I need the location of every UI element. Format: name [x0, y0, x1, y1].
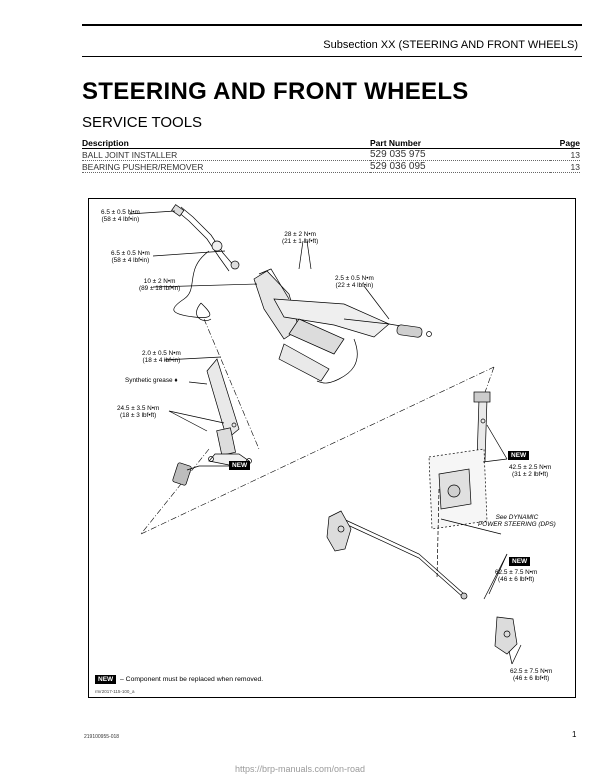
tool-part-number: 529 035 975: [370, 148, 550, 161]
watermark-url: https://brp-manuals.com/on-road: [234, 764, 366, 774]
torque-label-10: 62.5 ± 7.5 N•m(46 ± 6 lbf•ft): [510, 668, 553, 683]
torque-label-9: 62.5 ± 7.5 N•m(46 ± 6 lbf•ft): [495, 569, 538, 584]
col-page: Page: [550, 137, 580, 149]
torque-label-1: 6.5 ± 0.5 N•m(58 ± 4 lbf•in): [101, 209, 140, 224]
tool-description: BEARING PUSHER/REMOVER: [82, 160, 370, 173]
page-number: 1: [572, 730, 577, 739]
torque-label-4: 10 ± 2 N•m(89 ± 18 lbf•in): [139, 278, 181, 293]
new-badge: NEW: [229, 461, 251, 470]
torque-label-5: 2.5 ± 0.5 N•m(22 ± 4 lbf•in): [335, 275, 374, 290]
legend-text: – Component must be replaced when remove…: [120, 676, 264, 683]
section-heading: SERVICE TOOLS: [82, 114, 203, 131]
torque-label-6: 2.0 ± 0.5 N•m(18 ± 4 lbf•in): [142, 350, 181, 365]
exploded-view-drawing: [128, 204, 522, 665]
torque-label-2: 6.5 ± 0.5 N•m(58 ± 4 lbf•in): [111, 250, 150, 265]
table-row: BEARING PUSHER/REMOVER 529 036 095 13: [82, 160, 580, 173]
figure-id: rmr2017-115-100_a: [95, 689, 135, 694]
tool-part-number: 529 036 095: [370, 160, 550, 173]
document-code: 219100955-018: [84, 734, 120, 740]
tool-description: BALL JOINT INSTALLER: [82, 148, 370, 161]
torque-label-7: 24.5 ± 3.5 N•m(18 ± 3 lbf•ft): [117, 405, 160, 420]
tool-page: 13: [550, 148, 580, 161]
page-title: STEERING AND FRONT WHEELS: [82, 78, 469, 105]
grease-label-text: Synthetic grease: [125, 377, 173, 384]
service-tools-table: Description Part Number Page BALL JOINT …: [82, 137, 580, 173]
exploded-view-figure: 6.5 ± 0.5 N•m(58 ± 4 lbf•in) 6.5 ± 0.5 N…: [88, 198, 576, 698]
col-part-number: Part Number: [370, 137, 550, 149]
table-row: BALL JOINT INSTALLER 529 035 975 13: [82, 148, 580, 161]
header-rule-bottom: [82, 56, 582, 57]
tool-page: 13: [550, 160, 580, 173]
legend-new-badge: NEW: [95, 675, 117, 684]
header-rule: [82, 24, 582, 26]
new-badge: NEW: [509, 557, 531, 566]
torque-label-3: 28 ± 2 N•m(21 ± 1 lbf•ft): [282, 231, 319, 246]
grease-drop-icon: ♦: [174, 377, 178, 384]
col-description: Description: [82, 137, 370, 149]
grease-label: Synthetic grease ♦: [125, 377, 178, 384]
table-header-row: Description Part Number Page: [82, 137, 580, 149]
new-badge: NEW: [508, 451, 530, 460]
subsection-header: Subsection XX (STEERING AND FRONT WHEELS…: [323, 39, 578, 51]
torque-label-8: 42.5 ± 2.5 N•m(31 ± 2 lbf•ft): [509, 464, 552, 479]
